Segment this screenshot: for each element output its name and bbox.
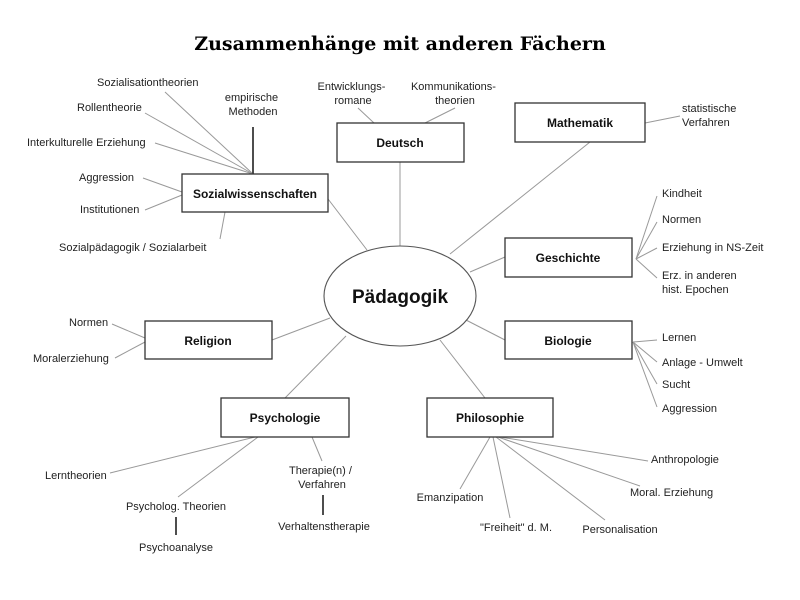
topic-erziehung-ns-zeit: Erziehung in NS-Zeit [662, 242, 764, 254]
topic-lerntheorien: Lerntheorien [45, 470, 107, 482]
topic-moral-erziehung: Moral. Erziehung [630, 487, 713, 499]
topic-interkulturelle-erziehung: Interkulturelle Erziehung [27, 137, 146, 149]
connector-biologie [465, 319, 506, 341]
topic-personalisation: Personalisation [582, 524, 657, 536]
subject-box-geschichte: Geschichte [504, 237, 633, 278]
subject-box-biologie: Biologie [504, 320, 633, 360]
topic-entwicklungsromane: Entwicklungs- romane [318, 81, 389, 107]
center-connectors [271, 141, 591, 399]
topic-anthropologie: Anthropologie [651, 454, 719, 466]
diagram-title: Zusammenhänge mit anderen Fächern [194, 33, 606, 55]
topic-normen-geschichte: Normen [662, 214, 701, 226]
topic-aggression-sozial: Aggression [79, 172, 134, 184]
topic-anlage-umwelt: Anlage - Umwelt [662, 357, 743, 369]
connector-psychologie [284, 335, 347, 399]
subject-label-philosophie: Philosophie [456, 411, 524, 425]
center-node: Pädagogik [323, 245, 477, 347]
connector-geschichte [469, 256, 506, 273]
topic-moralerziehung: Moralerziehung [33, 353, 109, 365]
topic-empirische-methoden: empirische Methoden [225, 92, 281, 118]
topic-kommunikationstheorien: Kommunikations- theorien [411, 81, 499, 107]
topic-erz-andere-epochen: Erz. in anderen hist. Epochen [662, 270, 740, 296]
subject-label-religion: Religion [184, 334, 231, 348]
topic-emanzipation: Emanzipation [417, 492, 484, 504]
subject-label-mathematik: Mathematik [547, 116, 613, 130]
subject-label-deutsch: Deutsch [376, 136, 423, 150]
topic-sucht: Sucht [662, 379, 690, 391]
connector-sozialwissenschaften [324, 194, 368, 251]
topic-verhaltenstherapie: Verhaltenstherapie [278, 521, 370, 533]
topic-rollentheorie: Rollentheorie [77, 102, 142, 114]
center-label: Pädagogik [352, 287, 449, 308]
topic-kindheit: Kindheit [662, 188, 702, 200]
subject-label-psychologie: Psychologie [250, 411, 321, 425]
topic-therapie-verfahren: Therapie(n) / Verfahren [289, 465, 355, 491]
subject-label-biologie: Biologie [544, 334, 592, 348]
subject-box-deutsch: Deutsch [336, 122, 465, 163]
subject-box-philosophie: Philosophie [426, 397, 554, 438]
subject-box-mathematik: Mathematik [514, 102, 646, 143]
subject-label-sozialwissenschaften: Sozialwissenschaften [193, 187, 317, 201]
subject-box-religion: Religion [144, 320, 273, 360]
topic-statistische-verfahren: statistische Verfahren [682, 103, 739, 129]
topic-lernen: Lernen [662, 332, 696, 344]
topic-normen-religion: Normen [69, 317, 108, 329]
connector-religion [271, 317, 331, 341]
subject-label-geschichte: Geschichte [536, 251, 601, 265]
subject-box-psychologie: Psychologie [220, 397, 350, 438]
topic-psychoanalyse: Psychoanalyse [139, 542, 213, 554]
topic-psycholog-theorien: Psycholog. Theorien [126, 501, 226, 513]
topic-connectors [109, 91, 681, 535]
connector-mathematik [449, 141, 591, 255]
connector-philosophie [439, 339, 486, 399]
topic-sozialpaedagogik: Sozialpädagogik / Sozialarbeit [59, 242, 206, 254]
topic-freiheit: "Freiheit" d. M. [480, 522, 552, 534]
topic-aggression-biologie: Aggression [662, 403, 717, 415]
topic-sozialisationstheorien: Sozialisationtheorien [97, 77, 199, 89]
center-ellipse [323, 245, 477, 347]
topic-institutionen: Institutionen [80, 204, 139, 216]
subject-box-sozialwissenschaften: Sozialwissenschaften [181, 173, 329, 213]
